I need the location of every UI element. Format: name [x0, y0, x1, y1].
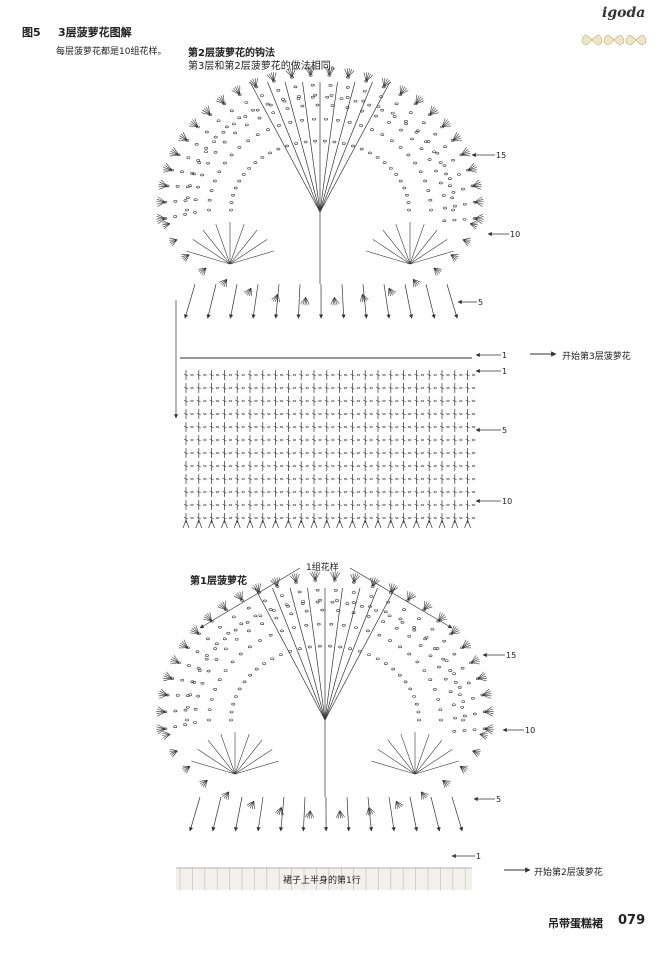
- upper-pineapple-chart: [156, 66, 484, 319]
- row-marker-grid-1a: 1: [502, 351, 508, 360]
- motif-count-note: 每层菠萝花都是10组花样。: [56, 47, 167, 57]
- motif-label: 1组花样: [306, 563, 339, 573]
- row-marker-upper-10: 10: [510, 230, 521, 239]
- row-marker-lower-1: 1: [476, 852, 482, 861]
- start-layer3-label: 开始第3层菠萝花: [562, 352, 631, 362]
- row-marker-grid-10: 10: [502, 497, 513, 506]
- start-layer2-label: 开始第2层菠萝花: [534, 868, 603, 878]
- row-marker-arrows: [199, 152, 557, 873]
- layer2-method-title: 第2层菠萝花的钩法: [188, 48, 275, 59]
- base-row-label: 裙子上半身的第1行: [283, 876, 361, 886]
- brand-logo: igoda: [602, 5, 646, 21]
- figure-number: 图5: [22, 26, 41, 39]
- book-title: 吊带蛋糕裙: [548, 917, 603, 930]
- row-marker-grid-1b: 1: [502, 367, 508, 376]
- row-marker-lower-5: 5: [496, 795, 502, 804]
- base-row-band: [176, 867, 472, 890]
- layer1-label: 第1层菠萝花: [190, 576, 247, 587]
- upper-dc-grid: [173, 300, 476, 529]
- figure-title: 3层菠萝花图解: [58, 26, 132, 39]
- row-marker-grid-5: 5: [502, 426, 508, 435]
- row-marker-upper-15: 15: [496, 151, 507, 160]
- lower-pineapple-chart: [156, 571, 494, 832]
- row-marker-lower-15: 15: [506, 651, 517, 660]
- butterfly-decoration: [581, 35, 647, 45]
- row-marker-lower-10: 10: [525, 726, 536, 735]
- page-number: 079: [618, 913, 646, 928]
- row-marker-upper-5: 5: [478, 298, 484, 307]
- layer2-method-note: 第3层和第2层菠萝花的做法相同。: [188, 61, 341, 72]
